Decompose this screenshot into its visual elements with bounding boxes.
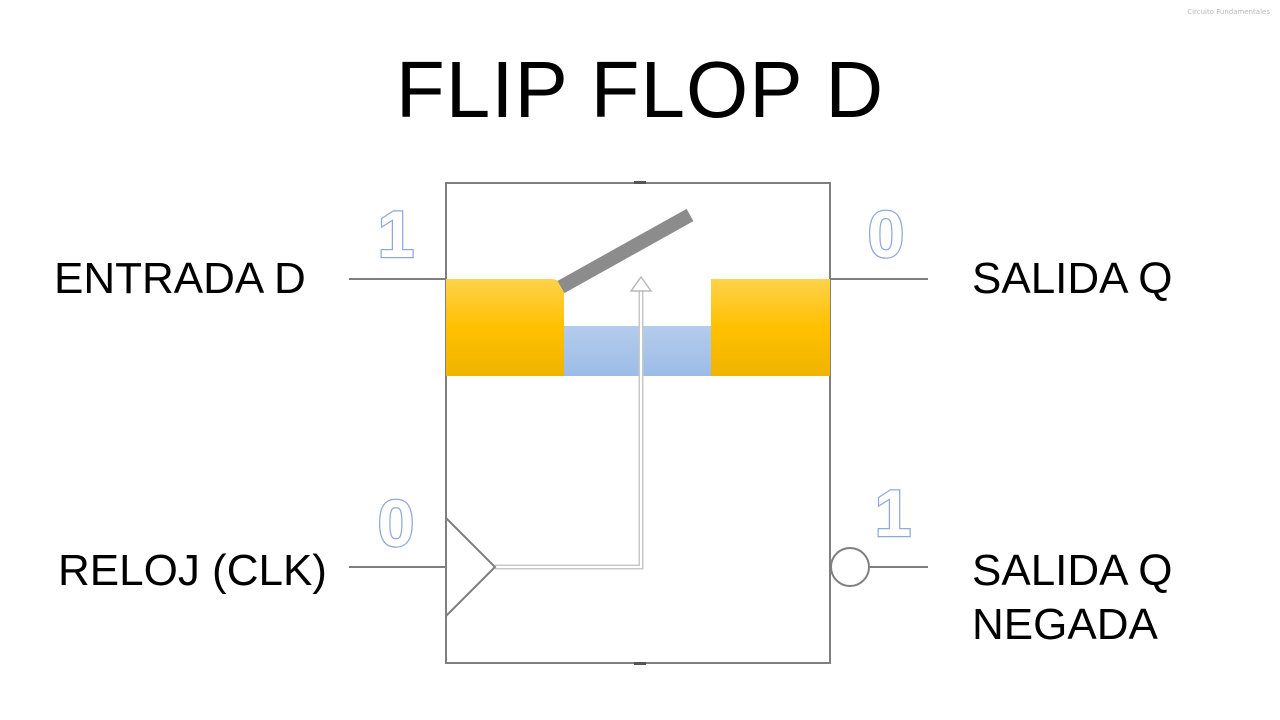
clock-triangle [445,517,497,617]
flip-flop-box [445,182,831,664]
latch-left-block [446,279,564,376]
output-qn-label-line1: SALIDA Q [972,546,1173,595]
watermark: Circuito Fundamentales [1187,8,1270,16]
output-qn-label-line2: NEGADA [972,600,1158,649]
clock-arrow-head [629,275,653,292]
inversion-bubble [830,547,870,587]
bottom-tick [634,662,646,665]
input-d-label: ENTRADA D [54,254,306,303]
output-q-label: SALIDA Q [972,254,1173,303]
input-clk-label: RELOJ (CLK) [58,546,327,595]
value-d: 1 [378,197,415,271]
value-q: 0 [868,197,905,271]
latch-right-block [711,279,830,376]
value-qn: 1 [875,476,912,550]
value-clk: 0 [378,486,415,560]
latch-gap [564,326,712,376]
page-title: FLIP FLOP D [395,45,885,134]
top-tick [634,181,646,184]
output-qn-label: SALIDA Q NEGADA [972,544,1173,652]
switch-arm [557,208,694,294]
clock-path-inner [495,290,642,568]
